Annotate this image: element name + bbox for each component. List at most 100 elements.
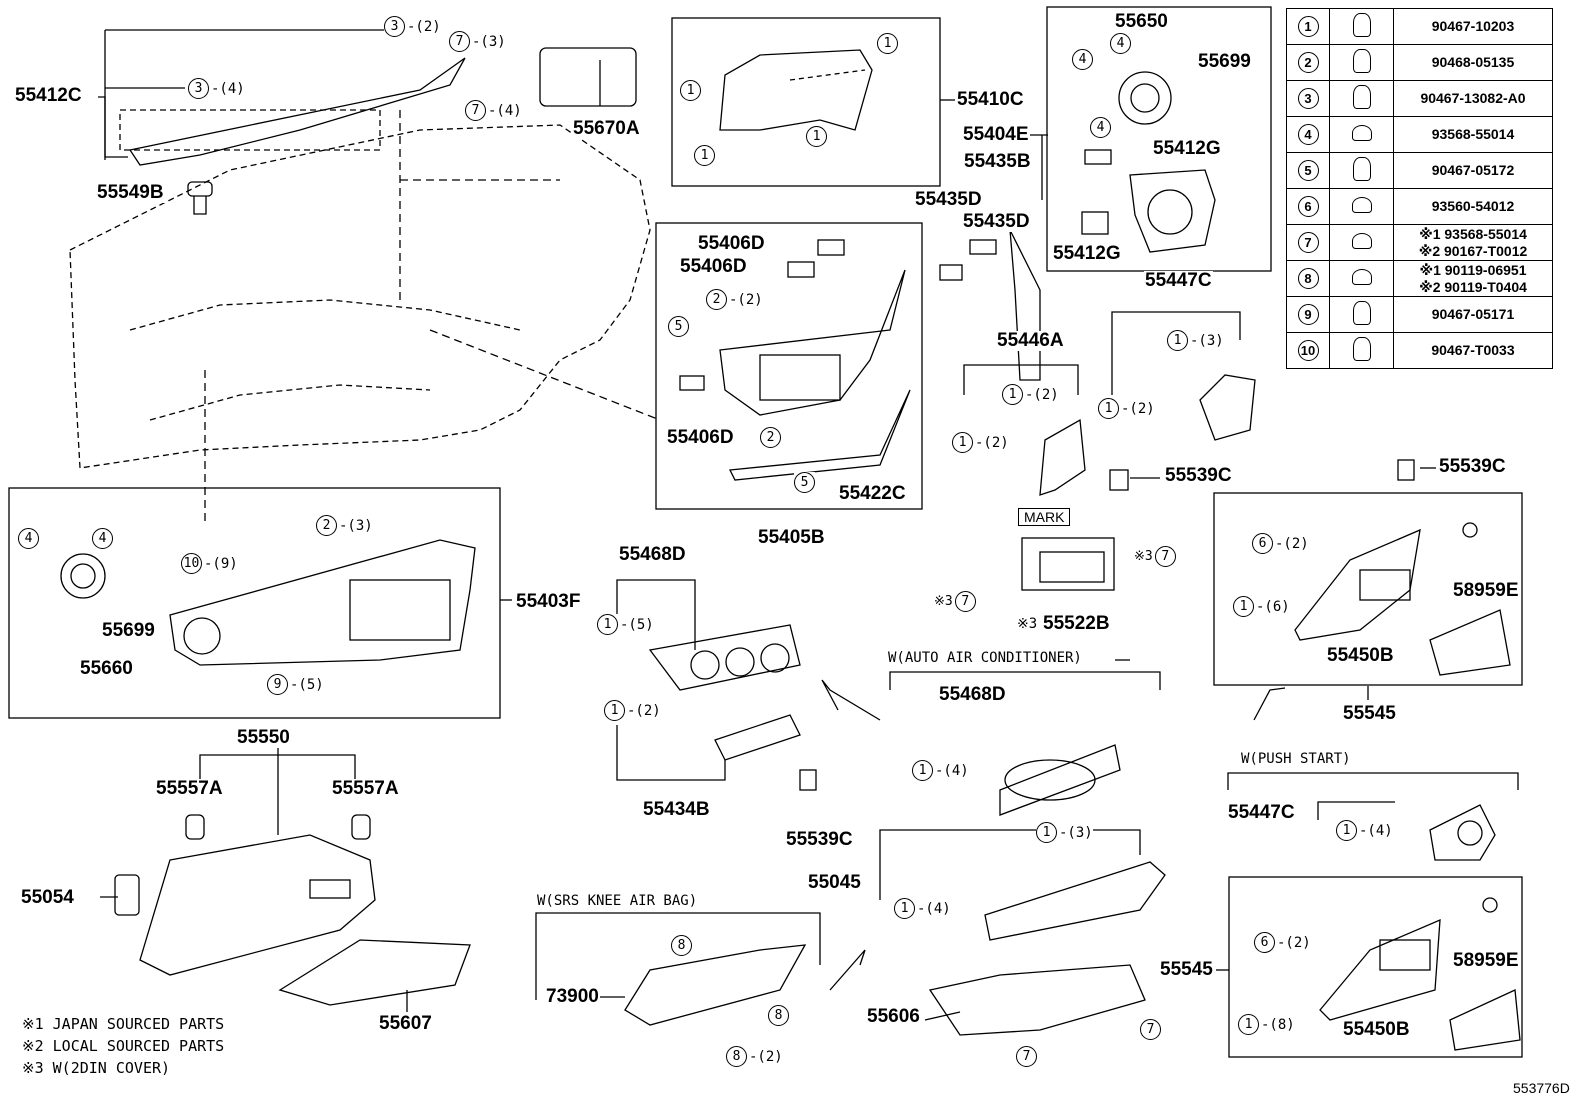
legend-row: 7※1 93568-55014※2 90167-T0012: [1286, 224, 1553, 261]
fastener-callout: 7: [1140, 1019, 1161, 1040]
legend-number: 4: [1286, 116, 1330, 153]
fastener-callout: 4: [92, 528, 113, 549]
part-label: 55699: [101, 620, 156, 641]
legend-part-number: 93560-54012: [1393, 188, 1553, 225]
part-label: 55410C: [956, 89, 1025, 110]
legend-icon-cell: [1329, 116, 1394, 153]
bracket-push: [1227, 772, 1519, 790]
part-label: 55550: [236, 727, 291, 748]
part-label: 55606: [866, 1006, 921, 1027]
fastener-callout: 1-(4): [1336, 820, 1393, 841]
fastener-callout: 4: [1110, 33, 1131, 54]
legend-part-number: ※1 90119-06951※2 90119-T0404: [1393, 260, 1553, 297]
part-label: 55435D: [962, 211, 1031, 232]
clip-icon: [1352, 301, 1371, 325]
fastener-callout: 6-(2): [1252, 533, 1309, 554]
fastener-callout: 5: [794, 472, 815, 493]
legend-part-number: 90467-T0033: [1393, 332, 1553, 369]
part-label: 58959E: [1452, 580, 1520, 601]
footnotes: ※1 JAPAN SOURCED PARTS ※2 LOCAL SOURCED …: [22, 1013, 224, 1079]
fastener-callout: 2-(3): [316, 515, 373, 536]
part-label: 55403F: [515, 591, 582, 612]
legend-number: 9: [1286, 296, 1330, 333]
part-label: 55434B: [642, 799, 711, 820]
part-label: 55539C: [1164, 465, 1233, 486]
box-meter-hood: [671, 17, 941, 187]
clip-icon: [1352, 85, 1371, 109]
clip-icon: [1352, 49, 1371, 73]
fastener-callout: 1-(6): [1233, 596, 1290, 617]
part-label: 55405B: [757, 527, 826, 548]
legend-part-text-2: ※2 90119-T0404: [1419, 278, 1527, 295]
legend-row: 1 90467-10203: [1286, 8, 1553, 45]
fastener-callout: 1: [694, 145, 715, 166]
legend-number: 1: [1286, 8, 1330, 45]
part-label: 55557A: [331, 778, 400, 799]
part-label: 55406D: [697, 233, 766, 254]
fastener-callout: 1-(2): [604, 700, 661, 721]
part-label: 55412G: [1152, 138, 1222, 159]
arrow-2: [1253, 687, 1286, 721]
clip-icon: [1352, 13, 1371, 37]
fastener-callout: 1: [806, 126, 827, 147]
bracket-srs: [535, 912, 821, 1000]
legend-icon-cell: [1329, 8, 1394, 45]
fastener-callout: 1-(4): [894, 898, 951, 919]
box-switch-base-push: [1228, 876, 1523, 1058]
part-label: 55450B: [1342, 1019, 1411, 1040]
part-label: 55422C: [838, 483, 907, 504]
part-label: 55447C: [1144, 270, 1213, 291]
part-label: 55650: [1114, 11, 1169, 32]
legend-number: 5: [1286, 152, 1330, 189]
part-label: 55406D: [679, 256, 748, 277]
legend-icon-cell: [1329, 260, 1394, 297]
legend-icon-cell: [1329, 188, 1394, 225]
legend-part-text: 93568-55014: [1431, 126, 1515, 142]
screw-icon: [1351, 233, 1372, 249]
part-label: 55404E: [962, 124, 1030, 145]
box-lower-panel: [8, 487, 501, 719]
legend-icon-cell: [1329, 44, 1394, 81]
legend-number: 8: [1286, 260, 1330, 297]
box-switch-base: [1213, 492, 1523, 686]
legend-number-circle: 4: [1297, 124, 1319, 145]
legend-icon-cell: [1329, 80, 1394, 117]
fastener-callout: 1-(2): [952, 432, 1009, 453]
legend-part-text: 90467-05171: [1431, 306, 1515, 322]
fastener-callout: 3-(2): [384, 16, 441, 37]
clip-icon: [1352, 157, 1371, 181]
part-label: 55557A: [155, 778, 224, 799]
fastener-callout: 8: [768, 1005, 789, 1026]
condition-srs-knee: W(SRS KNEE AIR BAG): [537, 893, 698, 909]
legend-number-circle: 8: [1297, 268, 1319, 289]
legend-number-circle: 1: [1297, 16, 1319, 37]
legend-row: 3 90467-13082-A0: [1286, 80, 1553, 117]
box-center-cluster: [655, 222, 923, 510]
fastener-callout: 7-(3): [449, 31, 506, 52]
legend-part-number: 90467-05172: [1393, 152, 1553, 189]
legend-number: 6: [1286, 188, 1330, 225]
upper-panel-shape: [128, 57, 466, 166]
screw-icon: [1351, 125, 1372, 141]
fastener-callout: 4: [1072, 49, 1093, 70]
legend-part-number: 90467-13082-A0: [1393, 80, 1553, 117]
part-label: 55446A: [996, 330, 1065, 351]
bracket-auto-ac: [889, 671, 1161, 690]
legend-part-number: 90467-10203: [1393, 8, 1553, 45]
arrow-3: [829, 949, 866, 991]
condition-push-start: W(PUSH START): [1241, 751, 1351, 767]
legend-part-text: 93560-54012: [1431, 198, 1515, 214]
part-label: 55549B: [96, 182, 165, 203]
legend-number: 3: [1286, 80, 1330, 117]
mark-label: MARK: [1018, 508, 1071, 526]
part-label: 55670A: [572, 118, 641, 139]
footnote: ※1 JAPAN SOURCED PARTS: [22, 1015, 225, 1033]
legend-row: 9 90467-05171: [1286, 296, 1553, 333]
part-label: 55699: [1197, 51, 1252, 72]
legend-number-circle: 7: [1297, 232, 1319, 253]
legend-number-circle: 2: [1297, 52, 1319, 73]
